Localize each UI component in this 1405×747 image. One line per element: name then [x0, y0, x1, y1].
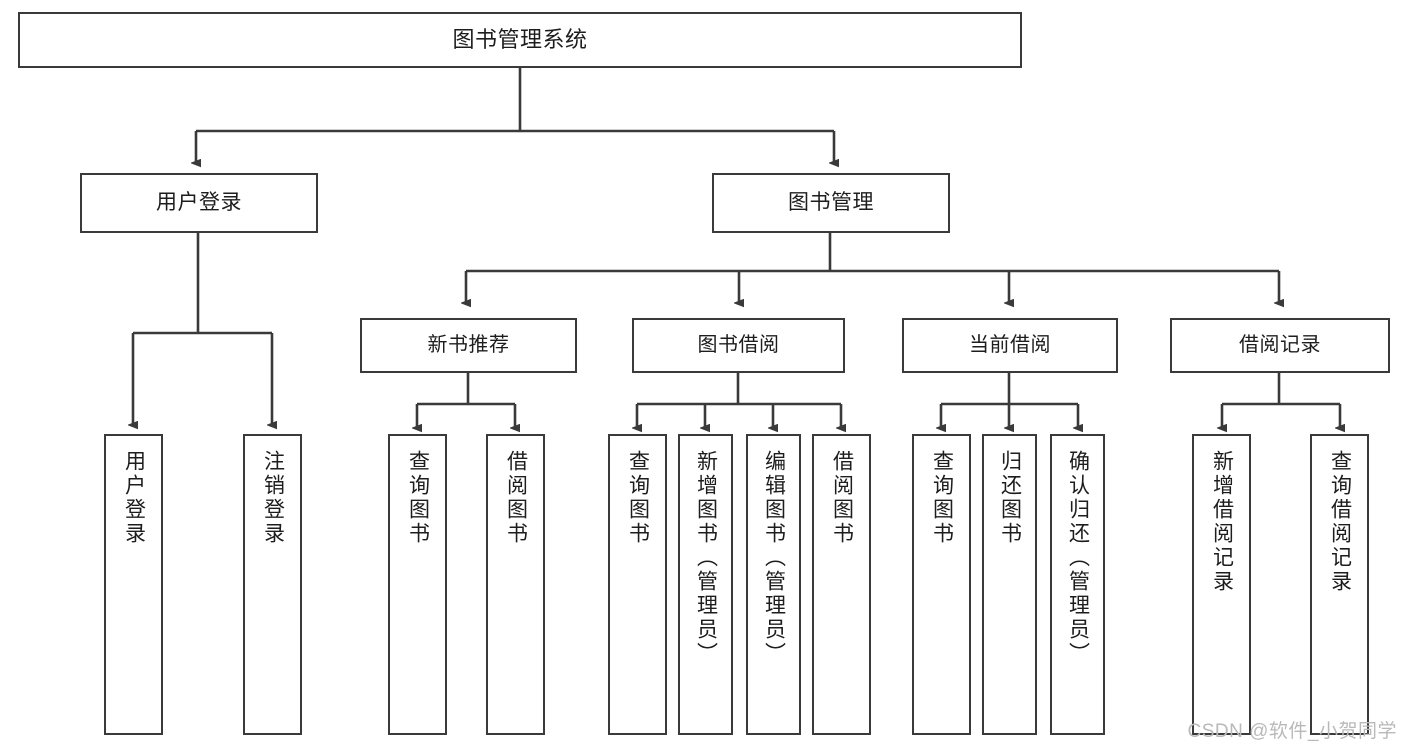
- watermark: CSDN @软件_小贺同学: [1187, 721, 1397, 742]
- node-borrow-record[interactable]: 借阅记录: [1170, 318, 1390, 373]
- node-label: 查询图书: [406, 450, 430, 546]
- node-book-borrow[interactable]: 图书借阅: [632, 318, 845, 373]
- leaf-query-book-current[interactable]: 查询图书: [912, 434, 971, 735]
- node-label: 用户登录: [156, 190, 242, 214]
- node-label: 查询图书: [930, 450, 954, 546]
- node-label: 查询图书: [626, 450, 650, 546]
- leaf-logout-login[interactable]: 注销登录: [243, 434, 302, 735]
- node-new-book-recommend[interactable]: 新书推荐: [360, 318, 577, 373]
- leaf-query-book-recommend[interactable]: 查询图书: [388, 434, 447, 735]
- node-label: 用户登录: [122, 450, 146, 546]
- leaf-add-book-admin[interactable]: 新增图书（管理员）: [678, 434, 733, 735]
- node-label: 借阅图书: [504, 450, 528, 546]
- leaf-borrow-book[interactable]: 借阅图书: [812, 434, 871, 735]
- leaf-add-borrow-record[interactable]: 新增借阅记录: [1192, 434, 1251, 735]
- leaf-edit-book-admin[interactable]: 编辑图书（管理员）: [746, 434, 801, 735]
- node-user-login[interactable]: 用户登录: [80, 173, 318, 233]
- leaf-confirm-return-admin[interactable]: 确认归还（管理员）: [1050, 434, 1105, 735]
- node-label: 新增借阅记录: [1210, 450, 1234, 594]
- node-label: 新书推荐: [427, 333, 510, 356]
- node-label: 当前借阅: [969, 333, 1051, 356]
- node-label: 确认归还（管理员）: [1066, 450, 1090, 666]
- node-label: 借阅记录: [1239, 333, 1321, 356]
- leaf-borrow-book-recommend[interactable]: 借阅图书: [486, 434, 545, 735]
- node-label: 查询借阅记录: [1328, 450, 1352, 594]
- leaf-user-login[interactable]: 用户登录: [104, 434, 163, 735]
- node-label: 新增图书（管理员）: [694, 450, 718, 666]
- node-label: 注销登录: [261, 450, 285, 546]
- leaf-query-book-borrow[interactable]: 查询图书: [608, 434, 667, 735]
- node-label: 图书借阅: [697, 333, 780, 356]
- node-book-management[interactable]: 图书管理: [712, 173, 950, 233]
- leaf-return-book[interactable]: 归还图书: [982, 434, 1037, 735]
- node-current-borrow[interactable]: 当前借阅: [902, 318, 1118, 373]
- node-label: 图书管理系统: [452, 27, 588, 53]
- node-root-book-management-system[interactable]: 图书管理系统: [18, 12, 1022, 68]
- node-label: 图书管理: [788, 190, 874, 214]
- node-label: 归还图书: [998, 450, 1022, 546]
- node-label: 借阅图书: [830, 450, 854, 546]
- leaf-query-borrow-record[interactable]: 查询借阅记录: [1310, 434, 1369, 735]
- node-label: 编辑图书（管理员）: [762, 450, 786, 666]
